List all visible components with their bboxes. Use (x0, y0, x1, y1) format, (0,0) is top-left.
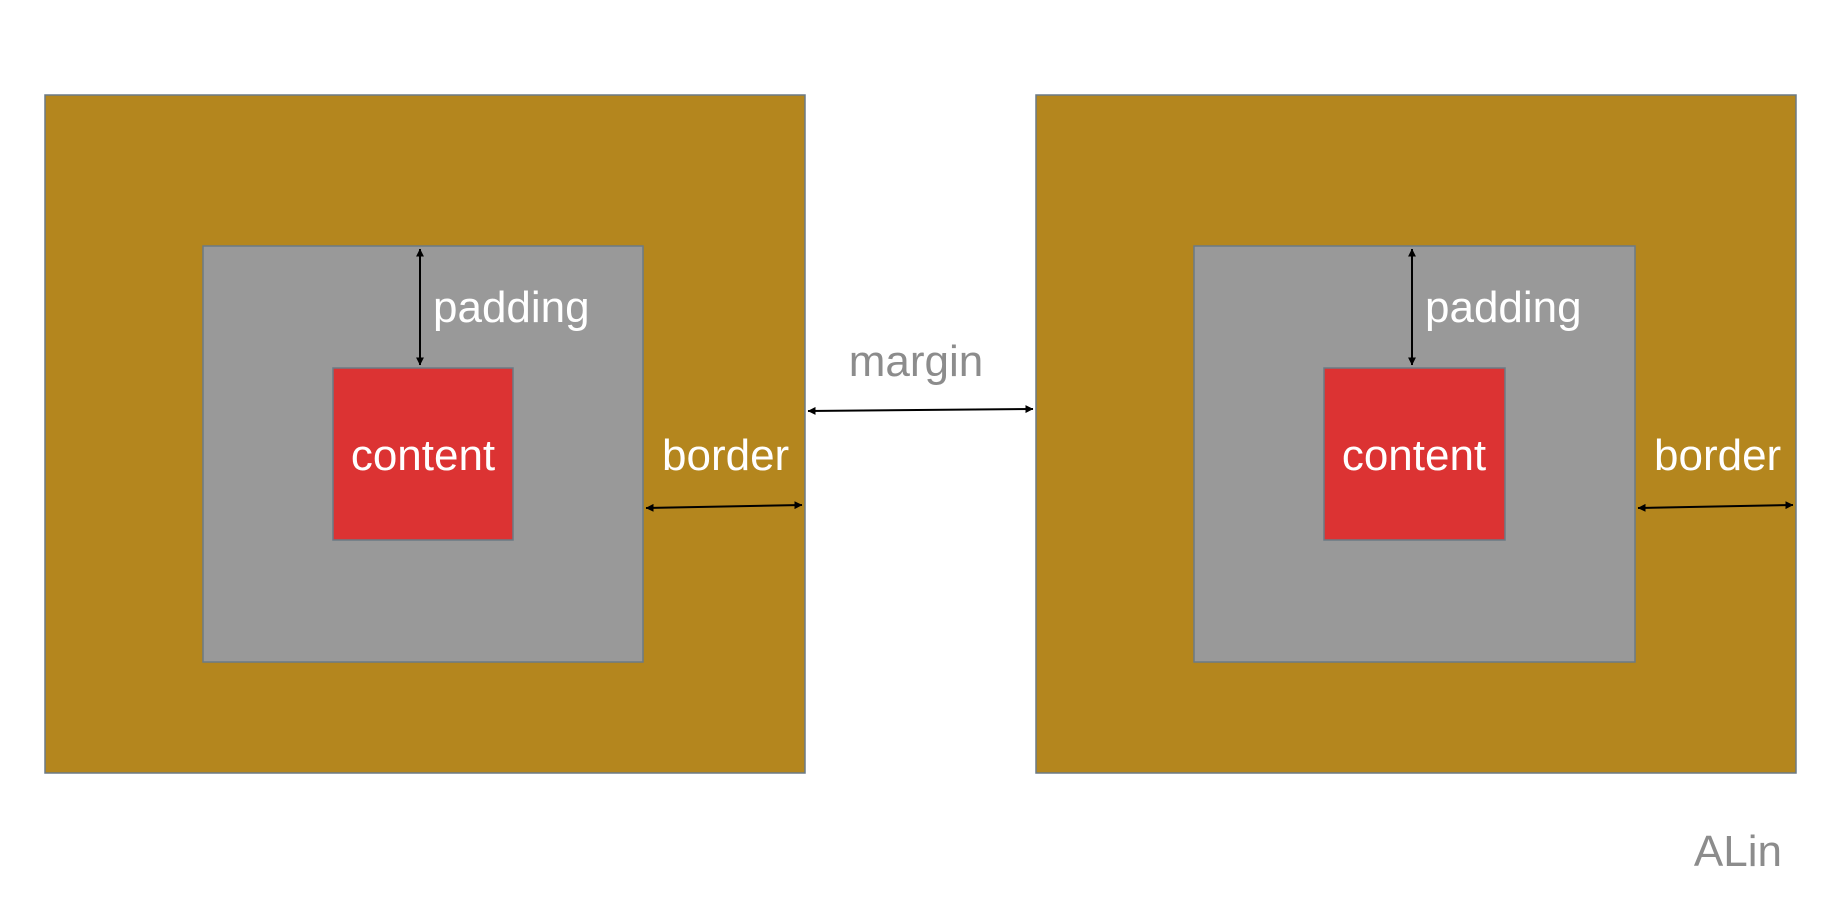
right-border-label: border (1654, 431, 1781, 480)
margin-label: margin (849, 337, 984, 386)
left-box: content padding border (44, 94, 806, 774)
right-border-arrow (1637, 501, 1794, 512)
left-padding-label: padding (433, 283, 590, 332)
left-content-area (332, 367, 514, 541)
left-border-arrow (645, 501, 803, 512)
left-border-label: border (662, 431, 789, 480)
author-credit: ALin (1694, 827, 1782, 876)
right-content-label: content (1342, 431, 1486, 480)
right-box: content padding border (1035, 94, 1797, 774)
margin-arrow (807, 405, 1034, 415)
right-content-area (1323, 367, 1506, 541)
left-content-label: content (351, 431, 495, 480)
right-padding-label: padding (1425, 283, 1582, 332)
margin-indicator: margin (807, 337, 1034, 415)
